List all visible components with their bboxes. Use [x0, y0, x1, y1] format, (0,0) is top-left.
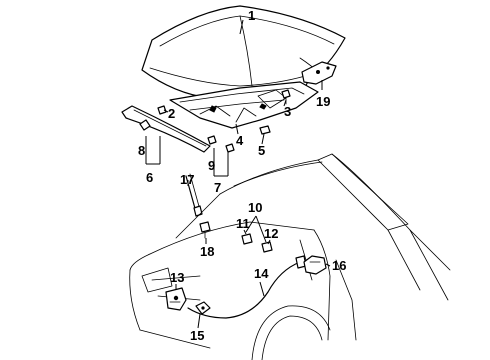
callout-15: 15 — [190, 328, 204, 343]
callout-18: 18 — [200, 244, 214, 259]
bumper-5 — [259, 125, 271, 135]
callout-1: 1 — [248, 8, 255, 23]
callout-6: 6 — [146, 170, 153, 185]
callout-17: 17 — [180, 172, 194, 187]
lock-parts-11-12 — [241, 233, 273, 253]
callout-4: 4 — [236, 133, 244, 148]
callout-14: 14 — [254, 266, 269, 281]
latch-bolt — [195, 301, 211, 315]
clip-8 — [139, 119, 151, 131]
fastener-7 — [225, 143, 235, 153]
car-body-outline — [129, 153, 451, 360]
callout-labels: 1 2 3 4 5 6 7 8 9 10 11 12 13 14 15 16 1… — [138, 8, 346, 343]
bumper-stop-2 — [157, 105, 167, 115]
callout-16: 16 — [332, 258, 346, 273]
callout-9: 9 — [208, 158, 215, 173]
release-handle — [303, 255, 327, 275]
callout-7: 7 — [214, 180, 221, 195]
callout-8: 8 — [138, 143, 145, 158]
callout-2: 2 — [168, 106, 175, 121]
hood-hinge — [301, 61, 337, 85]
callout-11: 11 — [236, 216, 250, 231]
callout-12: 12 — [264, 226, 278, 241]
callout-3: 3 — [284, 104, 291, 119]
hood-lock-latch — [165, 287, 187, 311]
clip-9 — [207, 135, 217, 145]
rod-holder — [199, 221, 211, 239]
callout-10: 10 — [248, 200, 262, 215]
leader-lines — [145, 19, 331, 329]
callout-5: 5 — [258, 143, 265, 158]
callout-13: 13 — [170, 270, 184, 285]
callout-19: 19 — [316, 94, 330, 109]
